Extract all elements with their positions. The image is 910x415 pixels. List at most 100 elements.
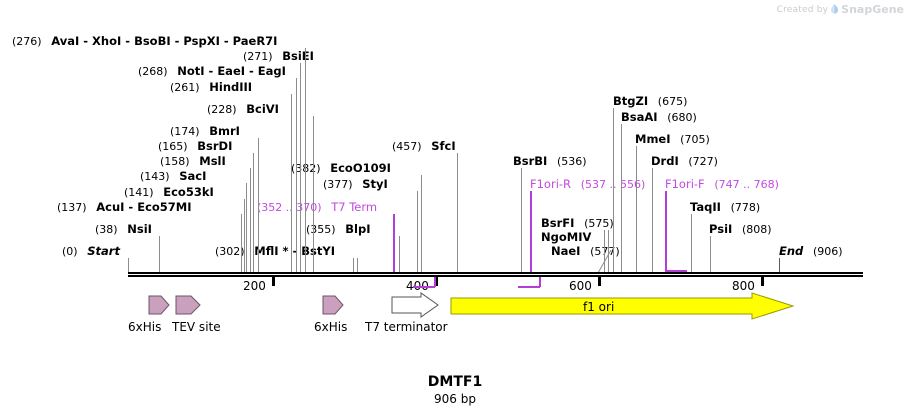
enzyme-names: StyI	[362, 177, 388, 191]
sequence-end-label[interactable]: End (906)	[779, 245, 843, 258]
feature-6xhis-1[interactable]	[148, 293, 170, 321]
enzyme-label-bmri[interactable]: (174) BmrI	[170, 125, 240, 138]
enzyme-label-sfci[interactable]: (457) SfcI	[392, 140, 456, 153]
feature-label-6xhis-1: 6xHis	[128, 320, 162, 334]
leader-line-sfci	[457, 153, 458, 272]
enzyme-names: AcuI - Eco57MI	[96, 200, 192, 214]
leader-line-eco53ki	[244, 199, 245, 272]
enzyme-label-ngomiv[interactable]: NgoMIV	[541, 231, 591, 243]
enzyme-label-bsrfi[interactable]: BsrFI (575)	[541, 217, 614, 230]
enzyme-position: (575)	[584, 217, 614, 230]
feature-name: F1ori-R	[530, 177, 572, 191]
sequence-start-label[interactable]: (0) Start	[62, 245, 120, 258]
enzyme-names: BciVI	[246, 102, 279, 116]
feature-6xhis-2[interactable]	[322, 293, 344, 321]
enzyme-names: BsaAI	[621, 110, 658, 124]
sequence-backbone[interactable]	[128, 272, 863, 277]
enzyme-position: (680)	[667, 111, 697, 124]
enzyme-names: PsiI	[709, 222, 733, 236]
leader-line-start	[128, 258, 129, 272]
leader-line-psii	[710, 236, 711, 272]
feature-label-f1ori-f[interactable]: F1ori-F (747 .. 768)	[665, 178, 779, 191]
enzyme-label-eco53ki[interactable]: (141) Eco53kI	[124, 186, 214, 199]
feature-label-f1ori-r[interactable]: F1ori-R (537 .. 556)	[530, 178, 645, 191]
feature-range: (747 .. 768)	[714, 178, 779, 191]
leader-line-bsiei	[300, 63, 301, 272]
enzyme-names: NsiI	[127, 222, 152, 236]
feature-label-t7-term[interactable]: (352 .. 370) T7 Term	[257, 201, 377, 214]
feature-name: T7 Term	[331, 200, 378, 214]
enzyme-names: TaqII	[690, 200, 721, 214]
leader-line-bsrfi	[604, 230, 605, 272]
ruler-label-600: 600	[569, 279, 592, 293]
feature-tev-site[interactable]	[175, 293, 201, 321]
enzyme-names: MslI	[199, 154, 226, 168]
enzyme-names: BsiEI	[282, 49, 314, 63]
feature-label-t7-terminator: T7 terminator	[365, 320, 448, 334]
enzyme-label-bsrbi[interactable]: BsrBI (536)	[513, 155, 587, 168]
ruler-tick-200	[272, 277, 275, 286]
feature-f1-ori[interactable]	[450, 291, 795, 325]
enzyme-names: MmeI	[635, 132, 671, 146]
feature-name: F1ori-F	[665, 177, 705, 191]
enzyme-label-bsaai[interactable]: BsaAI (680)	[621, 111, 697, 124]
enzyme-names: SacI	[179, 169, 207, 183]
page-title: DMTF1	[427, 374, 483, 390]
leader-line-msli	[250, 168, 251, 272]
enzyme-position: (302)	[215, 245, 245, 258]
leader-line-bsrbi	[521, 168, 522, 272]
enzyme-label-psii[interactable]: PsiI (808)	[709, 223, 772, 236]
enzyme-label-mmei[interactable]: MmeI (705)	[635, 133, 710, 146]
feature-t7-terminator[interactable]	[391, 292, 439, 322]
enzyme-position: (143)	[140, 170, 170, 183]
enzyme-label-saci[interactable]: (143) SacI	[140, 170, 206, 183]
enzyme-label-btgzi[interactable]: BtgZI (675)	[613, 95, 687, 108]
enzyme-position: (137)	[57, 201, 87, 214]
enzyme-label-msli[interactable]: (158) MslI	[160, 155, 226, 168]
enzyme-label-nsii[interactable]: (38) NsiI	[95, 223, 152, 236]
enzyme-position: (355)	[306, 223, 336, 236]
start-text: Start	[87, 244, 120, 258]
enzyme-label-bsiei[interactable]: (271) BsiEI	[243, 50, 314, 63]
enzyme-label-styi[interactable]: (377) StyI	[323, 178, 388, 191]
end-text: End	[779, 244, 804, 258]
enzyme-label-blpi[interactable]: (355) BlpI	[306, 223, 370, 236]
enzyme-names: EcoO109I	[330, 161, 391, 175]
enzyme-names: BmrI	[209, 124, 240, 138]
enzyme-position: (536)	[556, 155, 587, 168]
ruler-label-800: 800	[732, 279, 755, 293]
enzyme-names: BlpI	[345, 222, 371, 236]
enzyme-position: (141)	[124, 186, 154, 199]
feature-label-6xhis-2: 6xHis	[314, 320, 348, 334]
ruler-tick-400	[435, 277, 438, 286]
enzyme-label-drdi[interactable]: DrdI (727)	[651, 155, 718, 168]
watermark-brand: SnapGene	[841, 3, 904, 16]
enzyme-position: (705)	[680, 133, 710, 146]
leader-line-btgzi	[613, 108, 614, 272]
leader-line-f1ori-f	[665, 191, 667, 272]
leader-line-bcivi	[313, 116, 314, 272]
leader-line-styi	[417, 191, 418, 272]
enzyme-label-avai[interactable]: (276) AvaI - XhoI - BsoBI - PspXI - PaeR…	[12, 35, 277, 48]
enzyme-label-hindiii[interactable]: (261) HindIII	[170, 81, 252, 94]
leader-line-saci	[246, 183, 247, 272]
leader-line-bsaai	[621, 124, 622, 272]
leader-line-drdi	[652, 168, 653, 272]
enzyme-label-noti[interactable]: (268) NotI - EaeI - EagI	[138, 65, 286, 78]
enzyme-label-taqii[interactable]: TaqII (778)	[690, 201, 760, 214]
enzyme-label-bsrdi[interactable]: (165) BsrDI	[158, 140, 232, 153]
leader-line-bstyi	[357, 258, 358, 272]
enzyme-position: (261)	[170, 81, 200, 94]
enzyme-label-acui[interactable]: (137) AcuI - Eco57MI	[57, 201, 192, 214]
leader-line-mfli	[353, 258, 354, 272]
feature-bracket-f1ori-f	[665, 270, 687, 272]
sequence-length-label: 906 bp	[434, 392, 476, 406]
enzyme-position: (174)	[170, 125, 200, 138]
leader-line-avai	[305, 48, 306, 272]
watermark-prefix: Created by	[776, 4, 829, 15]
snapgene-watermark: Created by SnapGene	[777, 3, 904, 16]
enzyme-label-mfli[interactable]: (302) MflI * - BstYI	[215, 245, 335, 258]
leader-line-naei	[597, 249, 612, 274]
ruler-tick-800	[761, 277, 764, 286]
enzyme-label-bcivi[interactable]: (228) BciVI	[207, 103, 279, 116]
